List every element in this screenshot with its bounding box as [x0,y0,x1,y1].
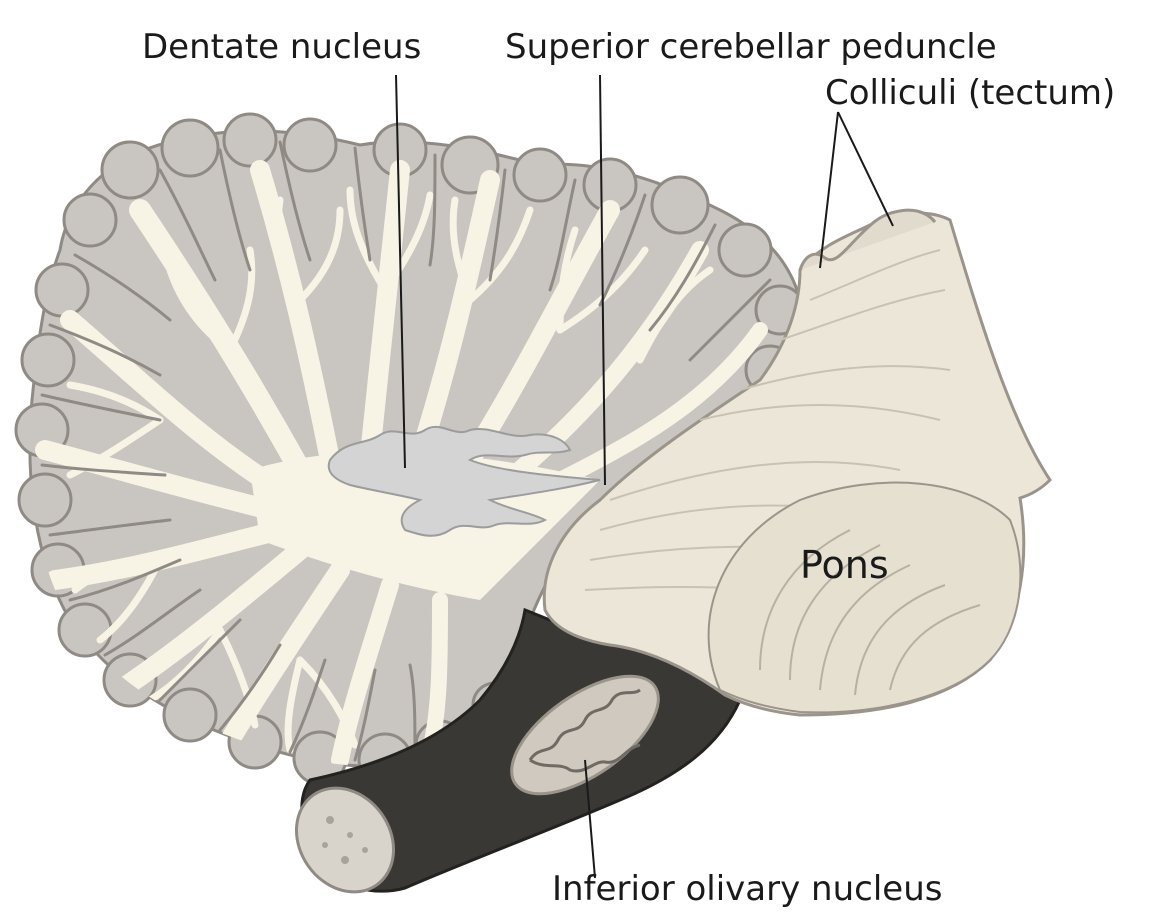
colliculi [798,208,937,271]
label-colliculi: Colliculi (tectum) [825,73,1115,113]
label-dentate-nucleus: Dentate nucleus [142,27,421,67]
medulla-cut-dots [322,816,368,864]
leader-olivary [584,759,596,879]
dentate-nucleus [327,425,601,537]
sulci [40,140,772,762]
label-inferior-olivary-nucleus: Inferior olivary nucleus [552,869,942,909]
leader-dentate [395,74,406,469]
brainstem [542,208,1052,717]
medulla-cut-surface [294,786,396,894]
pons-striations [759,529,981,696]
label-superior-cerebellar-peduncle: Superior cerebellar peduncle [505,27,997,67]
inferior-olivary-nucleus [528,688,641,773]
leader-peduncle [599,74,606,486]
leader-lines [395,74,894,879]
pons-bulge [707,481,1022,714]
leader-colliculi [819,111,894,269]
medulla [294,607,742,894]
label-pons: Pons [800,543,889,587]
